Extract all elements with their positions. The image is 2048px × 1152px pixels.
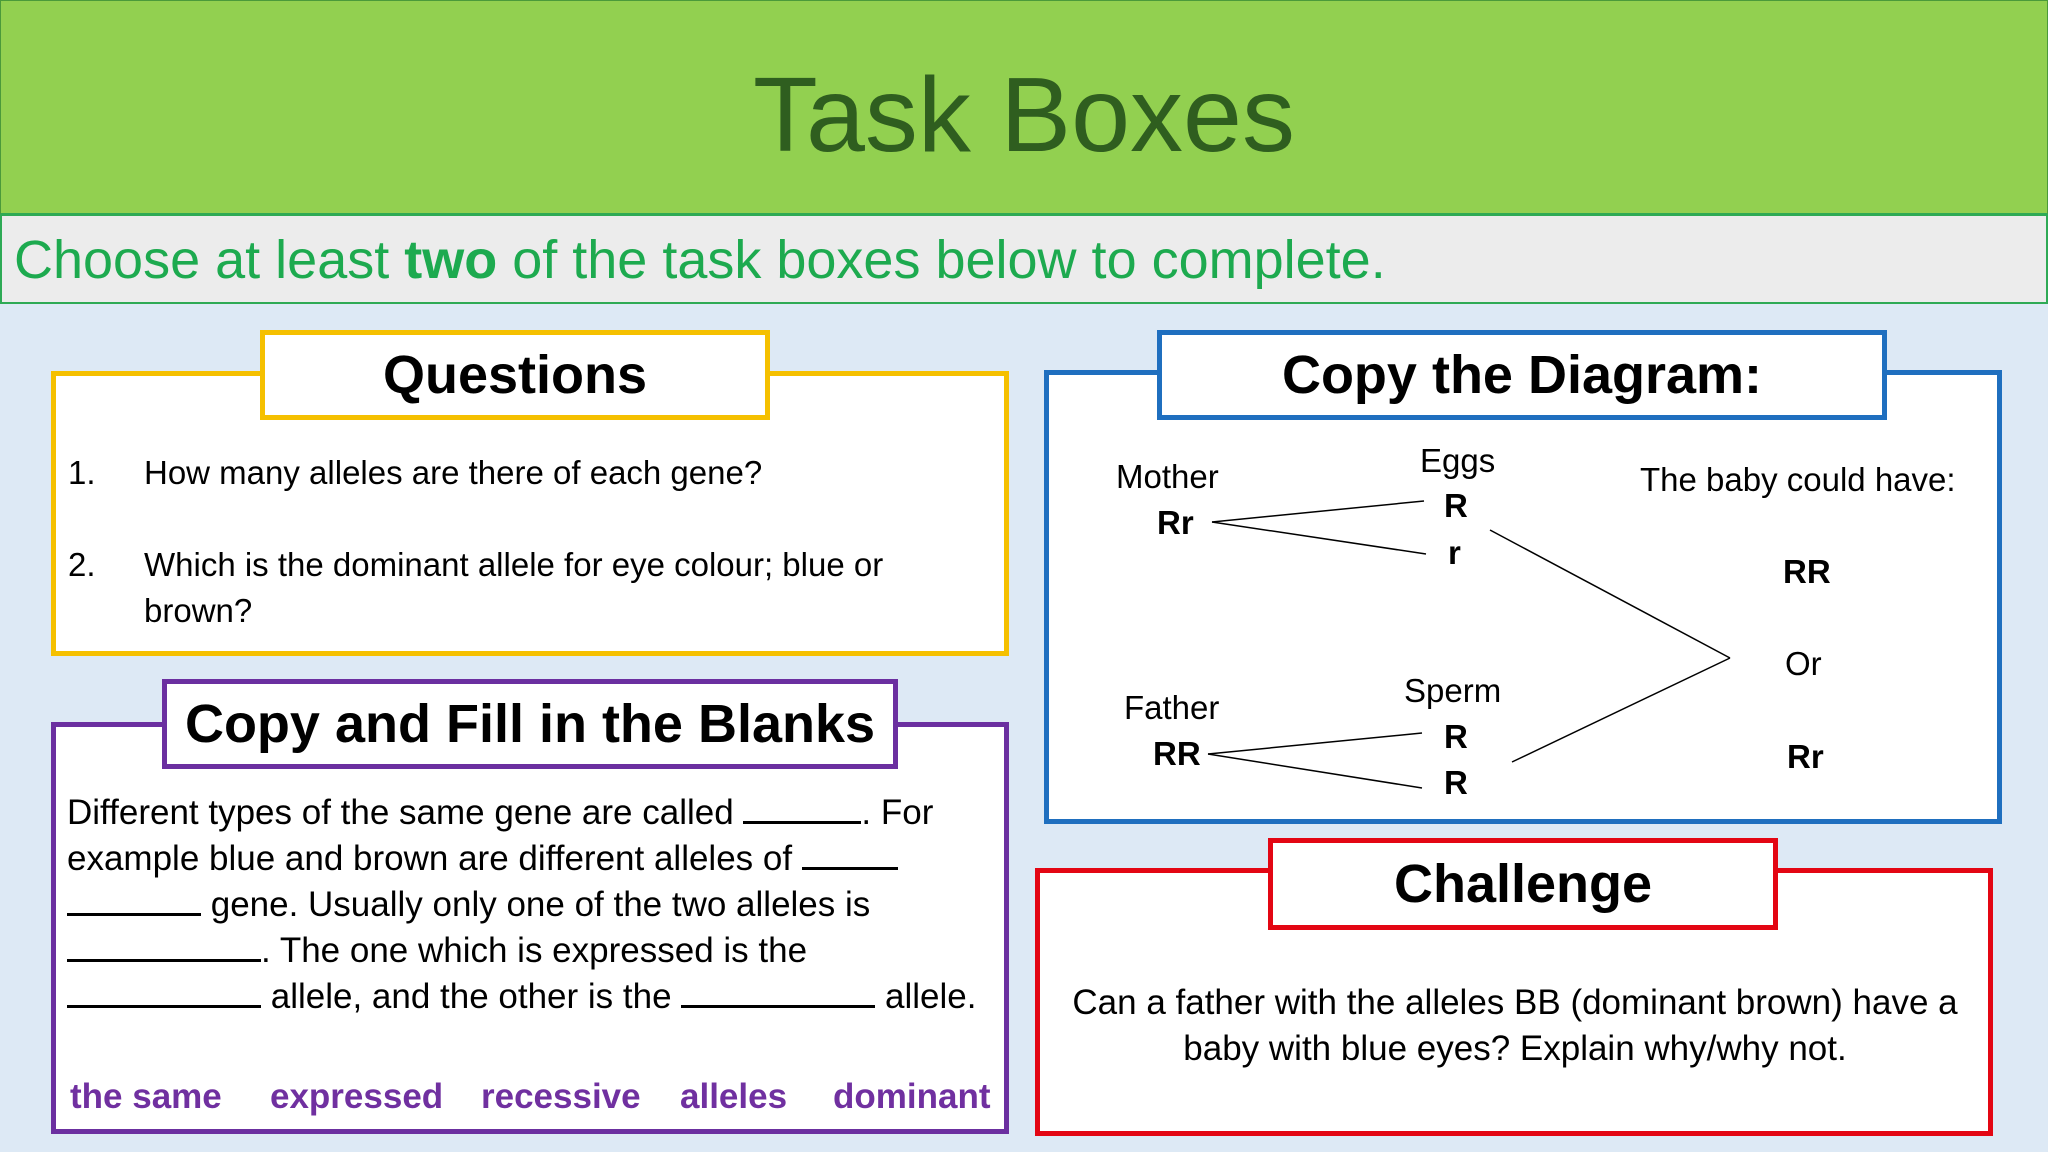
instruction-pre: Choose at least: [14, 230, 405, 290]
word-bank-item: expressed: [270, 1077, 444, 1116]
fill-segment: allele, and the other is the: [261, 977, 682, 1016]
blank-line: [67, 931, 261, 962]
sperm-label: Sperm: [1404, 672, 1502, 709]
instruction-emphasis: two: [404, 230, 498, 290]
fill-segment: gene. Usually only one of the two allele…: [201, 885, 871, 924]
mother-genotype: Rr: [1157, 504, 1194, 541]
baby-label: The baby could have:: [1640, 461, 1956, 498]
egg-to-baby-line: [1489, 529, 1731, 659]
blank-line: [67, 885, 201, 916]
title-banner: [0, 0, 2048, 215]
word-bank-item: dominant: [833, 1077, 991, 1116]
fill-segment: allele.: [875, 977, 977, 1016]
blank-line: [743, 793, 862, 824]
sperm-allele-2: R: [1444, 764, 1468, 801]
fill-segment: Different types of the same gene are cal…: [67, 793, 744, 832]
eggs-label: Eggs: [1420, 442, 1496, 479]
fill-blanks-paragraph: Different types of the same gene are cal…: [67, 790, 1007, 1020]
instruction-post: of the task boxes below to complete.: [497, 230, 1386, 290]
instruction-banner: [0, 214, 2048, 304]
mother-to-egg-r-line: [1211, 521, 1427, 555]
page-title: Task Boxes: [752, 56, 1295, 174]
blank-line: [67, 977, 261, 1008]
word-bank-item: recessive: [481, 1077, 641, 1116]
fill-blanks-header: Copy and Fill in the Blanks: [162, 679, 898, 769]
father-to-sperm-R1-line: [1207, 732, 1423, 755]
egg-allele-2: r: [1448, 534, 1461, 571]
fill-segment: . For example blue and brown are differe…: [67, 793, 934, 878]
challenge-header: Challenge: [1268, 838, 1778, 930]
questions-header: Questions: [260, 330, 770, 420]
sperm-to-baby-line: [1511, 657, 1731, 763]
question-text: Which is the dominant allele for eye col…: [144, 546, 884, 629]
father-genotype: RR: [1153, 735, 1201, 772]
word-bank-item: the same: [70, 1077, 222, 1116]
mother-label: Mother: [1116, 458, 1219, 495]
blank-line: [801, 839, 898, 870]
baby-option-1: RR: [1783, 553, 1831, 590]
question-number: 2.: [68, 546, 96, 583]
mother-to-egg-R-line: [1211, 500, 1425, 523]
egg-allele-1: R: [1444, 487, 1468, 524]
sperm-allele-1: R: [1444, 718, 1468, 755]
challenge-text: Can a father with the alleles BB (domina…: [1072, 983, 1958, 1068]
baby-option-2: Rr: [1787, 738, 1824, 775]
question-text: How many alleles are there of each gene?: [144, 454, 763, 491]
father-label: Father: [1124, 689, 1220, 726]
diagram-header: Copy the Diagram:: [1157, 330, 1887, 420]
father-to-sperm-R2-line: [1207, 753, 1423, 789]
question-number: 1.: [68, 454, 96, 491]
instruction-text: Choose at least two of the task boxes be…: [14, 228, 1386, 292]
blank-line: [681, 977, 876, 1008]
word-bank-item: alleles: [680, 1077, 788, 1116]
or-label: Or: [1785, 645, 1822, 682]
fill-segment: . The one which is expressed is the: [261, 931, 808, 970]
